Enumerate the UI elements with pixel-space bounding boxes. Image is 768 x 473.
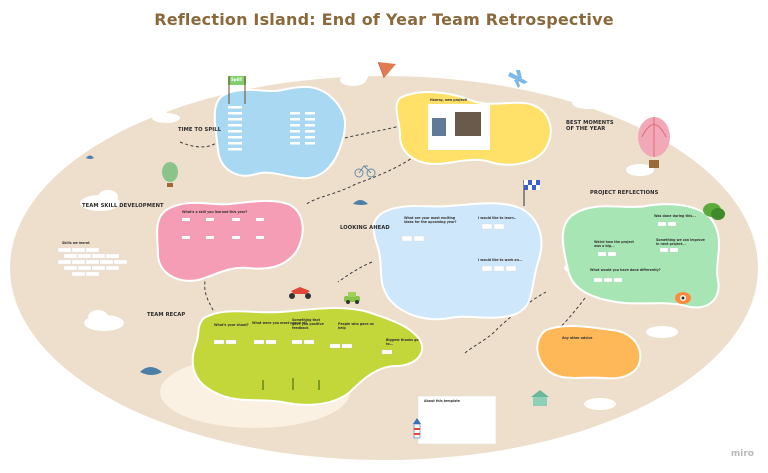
looking-ahead-prompt-3: I would like to work on... — [478, 258, 523, 262]
best-moments-label: BEST MOMENTS OF THE YEAR — [566, 120, 614, 132]
looking-ahead-label: LOOKING AHEAD — [340, 225, 390, 231]
best-moments-note: Hooray, new project! — [430, 98, 468, 102]
looking-ahead-island — [372, 202, 543, 321]
house-icon — [531, 390, 549, 406]
recap-notes — [213, 339, 393, 355]
kite-icon — [377, 61, 396, 79]
recap-prompt-4: People who gave us help — [338, 322, 374, 330]
team-skill-label: TEAM SKILL DEVELOPMENT — [82, 203, 164, 209]
photo-1 — [432, 118, 446, 136]
board-title: Reflection Island: End of Year Team Retr… — [154, 10, 614, 29]
about-title: About this template — [424, 399, 460, 403]
skill-notes — [182, 218, 264, 239]
advice-island — [536, 325, 642, 380]
team-recap-label: TEAM RECAP — [147, 312, 186, 318]
about-card — [417, 395, 497, 445]
recap-prompt-2: What were you most proud of? — [252, 321, 308, 325]
car-icon — [344, 292, 360, 304]
motorcycle-icon — [289, 287, 311, 299]
advice-prompt: Any other advice — [562, 336, 593, 340]
recap-prompt-3: Something that gave you positive feedbac… — [292, 318, 324, 330]
reflection-prompt-1: Was done during this... — [654, 214, 696, 218]
lighthouse-icon — [413, 418, 421, 439]
reflection-prompt-4: What would you have done differently? — [590, 268, 661, 272]
skill-sticky-wall — [57, 247, 128, 277]
reflection-prompt-2: Weird how the project was a big... — [594, 240, 634, 248]
team-recap-island — [191, 306, 423, 406]
recap-prompt-1: What's your shout? — [214, 323, 249, 327]
skills-learnt-label: Skills we learnt — [62, 241, 90, 245]
tree-icons — [262, 378, 320, 390]
reflection-notes — [593, 221, 679, 283]
spill-note-grid — [228, 106, 315, 151]
project-reflections-island — [561, 203, 720, 309]
checkered-flag-icon — [523, 180, 540, 206]
recap-prompt-5: Biggest thanks go to... — [386, 338, 419, 346]
time-to-spill-label: TIME TO SPILL — [178, 127, 222, 133]
airplane-icon — [508, 70, 528, 88]
flag-icon — [228, 76, 246, 104]
miro-logo: miro — [730, 449, 754, 459]
looking-ahead-prompt-1: What are your most exciting ideas for th… — [404, 216, 457, 224]
reflection-prompt-3: Something we can improve in next project… — [656, 238, 705, 246]
team-skill-island — [156, 199, 304, 282]
balloon-icon — [162, 162, 178, 187]
bicycle-icon — [354, 165, 376, 178]
bird-icon — [86, 155, 368, 375]
plant-icon — [703, 203, 725, 220]
team-skill-prompt: What's a skill you learned this year? — [182, 210, 248, 214]
looking-ahead-notes — [401, 223, 517, 272]
journey-path — [179, 125, 586, 354]
looking-ahead-prompt-2: I would like to learn.. — [478, 216, 517, 220]
time-to-spill-island — [213, 85, 347, 180]
spill-flag-text: Spill! — [231, 77, 243, 82]
eye-icon — [675, 292, 691, 304]
balloon-icon — [638, 117, 670, 168]
project-reflections-label: PROJECT REFLECTIONS — [590, 190, 659, 196]
photo-2 — [455, 112, 481, 136]
